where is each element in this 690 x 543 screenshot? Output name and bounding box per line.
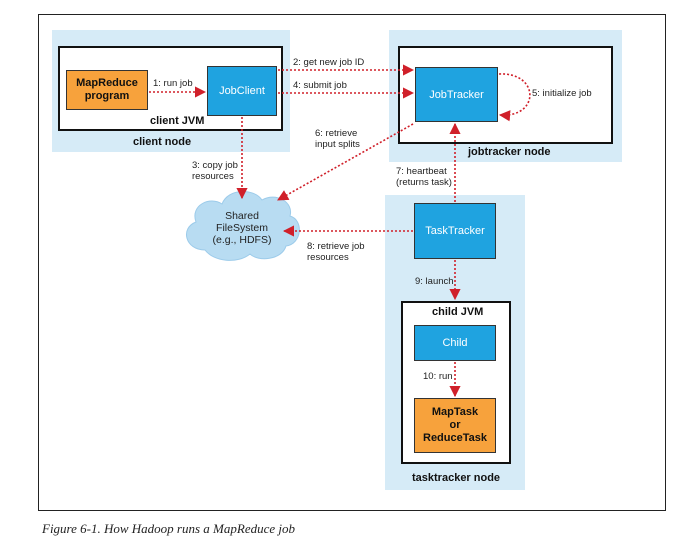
jobtracker-box: JobTracker — [415, 67, 498, 122]
child-box: Child — [414, 325, 496, 361]
jobclient-box: JobClient — [207, 66, 277, 116]
step-5-label: 5: initialize job — [532, 88, 592, 99]
jobtracker-node-label: jobtracker node — [468, 146, 551, 158]
arrow-6-retrieve-splits — [277, 123, 414, 201]
client-jvm-label: client JVM — [150, 115, 205, 127]
mapreduce-program-box: MapReduce program — [66, 70, 148, 110]
child-jvm-label: child JVM — [432, 306, 484, 318]
step-2-label: 2: get new job ID — [293, 57, 365, 68]
step-7-label: 7: heartbeat (returns task) — [396, 166, 452, 188]
step-9-label: 9: launch — [415, 276, 454, 287]
diagram-frame — [38, 14, 666, 511]
step-10-label: 10: run — [423, 371, 453, 382]
task-box: MapTask or ReduceTask — [414, 398, 496, 453]
figure-caption: Figure 6-1. How Hadoop runs a MapReduce … — [42, 521, 295, 536]
arrow-5-initialize-job — [498, 73, 531, 122]
tasktracker-node-label: tasktracker node — [412, 472, 501, 484]
step-4-label: 4: submit job — [293, 80, 347, 91]
step-1-label: 1: run job — [153, 78, 193, 89]
step-3-label: 3: copy job resources — [192, 160, 238, 182]
step-6-label: 6: retrieve input splits — [315, 128, 360, 150]
client-node-label: client node — [133, 136, 192, 148]
step-8-label: 8: retrieve job resources — [307, 241, 365, 263]
filesystem-label: Shared FileSystem (e.g., HDFS) — [212, 210, 272, 246]
tasktracker-box: TaskTracker — [414, 203, 496, 259]
